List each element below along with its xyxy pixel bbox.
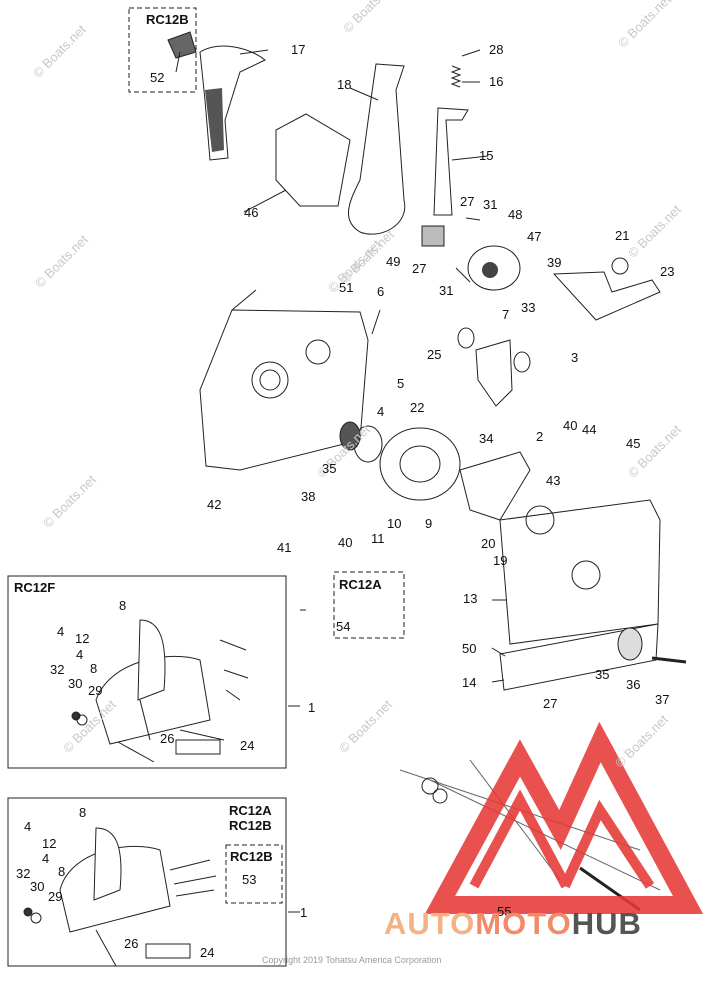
automotohub-logo: AUTOMOTOHUB — [384, 906, 642, 942]
callout-label: 54 — [336, 619, 351, 634]
callout-label: 29 — [48, 889, 63, 904]
callout-label: 11 — [371, 531, 385, 546]
callout-label: 26 — [124, 936, 139, 951]
logo-triangle-icon — [424, 721, 704, 914]
rc12f-kit-box — [7, 575, 287, 769]
callout-label: 47 — [527, 229, 542, 244]
callout-label: 37 — [655, 692, 670, 707]
callout-label: 2 — [536, 429, 544, 444]
housing-part — [199, 309, 369, 471]
callout-label: 17 — [291, 42, 306, 57]
callout-label: 45 — [626, 436, 641, 451]
callout-label: 8 — [119, 598, 127, 613]
logo-part-hub: HUB — [571, 906, 642, 941]
rc12a-mid-box — [333, 571, 405, 639]
callout-label: 24 — [240, 738, 255, 753]
callout-label: 34 — [479, 431, 494, 446]
callout-label: 53 — [242, 872, 257, 887]
callout-label: 41 — [277, 540, 292, 555]
callout-label: 52 — [150, 70, 165, 85]
rc12ab-kit-box — [7, 797, 287, 967]
box-label: RC12B — [230, 849, 273, 864]
callout-label: 9 — [425, 516, 433, 531]
callout-label: 22 — [410, 400, 425, 415]
logo-part-auto: AUTO — [384, 906, 476, 941]
callout-label: 35 — [595, 667, 610, 682]
callout-label: 15 — [479, 148, 494, 163]
box-label: RC12B — [146, 12, 189, 27]
callout-label: 1 — [308, 700, 316, 715]
callout-label: 28 — [489, 42, 504, 57]
callout-label: 4 — [57, 624, 65, 639]
callout-label: 30 — [68, 676, 83, 691]
callout-label: 21 — [615, 228, 630, 243]
plate-part — [499, 499, 661, 645]
callout-label: 49 — [386, 254, 401, 269]
callout-label: 4 — [24, 819, 32, 834]
callout-label: 31 — [483, 197, 498, 212]
callout-label: 50 — [462, 641, 477, 656]
callout-label: 33 — [521, 300, 536, 315]
callout-label: 40 — [563, 418, 578, 433]
callout-label: 35 — [322, 461, 337, 476]
callout-label: 36 — [626, 677, 641, 692]
callout-label: 27 — [543, 696, 558, 711]
callout-label: 10 — [387, 516, 402, 531]
callout-label: 43 — [546, 473, 561, 488]
logo-part-moto: MOTO — [475, 906, 572, 941]
callout-label: 26 — [160, 731, 175, 746]
callout-label: 48 — [508, 207, 523, 222]
callout-label: 38 — [301, 489, 316, 504]
callout-label: 29 — [88, 683, 103, 698]
callout-label: 8 — [90, 661, 98, 676]
callout-label: 1 — [300, 905, 308, 920]
callout-label: 8 — [79, 805, 87, 820]
callout-label: 3 — [571, 350, 579, 365]
callout-label: 32 — [16, 866, 31, 881]
box-label: RC12A — [229, 803, 272, 818]
box-label: RC12A — [339, 577, 382, 592]
callout-label: 18 — [337, 77, 352, 92]
rc12b-top-box — [128, 7, 197, 93]
callout-label: 5 — [397, 376, 405, 391]
callout-label: 4 — [76, 647, 84, 662]
callout-label: 8 — [58, 864, 66, 879]
callout-label: 51 — [339, 280, 354, 295]
callout-label: 31 — [439, 283, 454, 298]
callout-label: 12 — [75, 631, 90, 646]
callout-label: 42 — [207, 497, 222, 512]
callout-label: 40 — [338, 535, 353, 550]
callout-label: 7 — [502, 307, 510, 322]
callout-label: 6 — [377, 284, 385, 299]
box-label: RC12B — [229, 818, 272, 833]
callout-label: 13 — [463, 591, 478, 606]
callout-label: 46 — [244, 205, 259, 220]
copyright-text: Copyright 2019 Tohatsu America Corporati… — [262, 955, 442, 965]
callout-label: 27 — [460, 194, 475, 209]
callout-label: 4 — [42, 851, 50, 866]
callout-label: 32 — [50, 662, 65, 677]
callout-label: 55 — [497, 904, 512, 919]
handle-cap — [167, 31, 197, 59]
callout-label: 24 — [200, 945, 215, 960]
callout-label: 4 — [377, 404, 385, 419]
callout-label: 12 — [42, 836, 57, 851]
callout-label: 39 — [547, 255, 562, 270]
callout-label: 16 — [489, 74, 504, 89]
lever-part — [433, 107, 469, 216]
callout-label: 44 — [582, 422, 597, 437]
callout-label: 27 — [412, 261, 427, 276]
box-label: RC12F — [14, 580, 56, 595]
callout-label: 14 — [462, 675, 477, 690]
callout-label: 23 — [660, 264, 675, 279]
callout-label: 19 — [493, 553, 508, 568]
callout-label: 30 — [30, 879, 45, 894]
cover-part — [275, 113, 351, 207]
arm-part — [347, 63, 406, 235]
callout-label: 20 — [481, 536, 496, 551]
rc12b-inner-box — [225, 844, 283, 904]
callout-label: 25 — [427, 347, 442, 362]
